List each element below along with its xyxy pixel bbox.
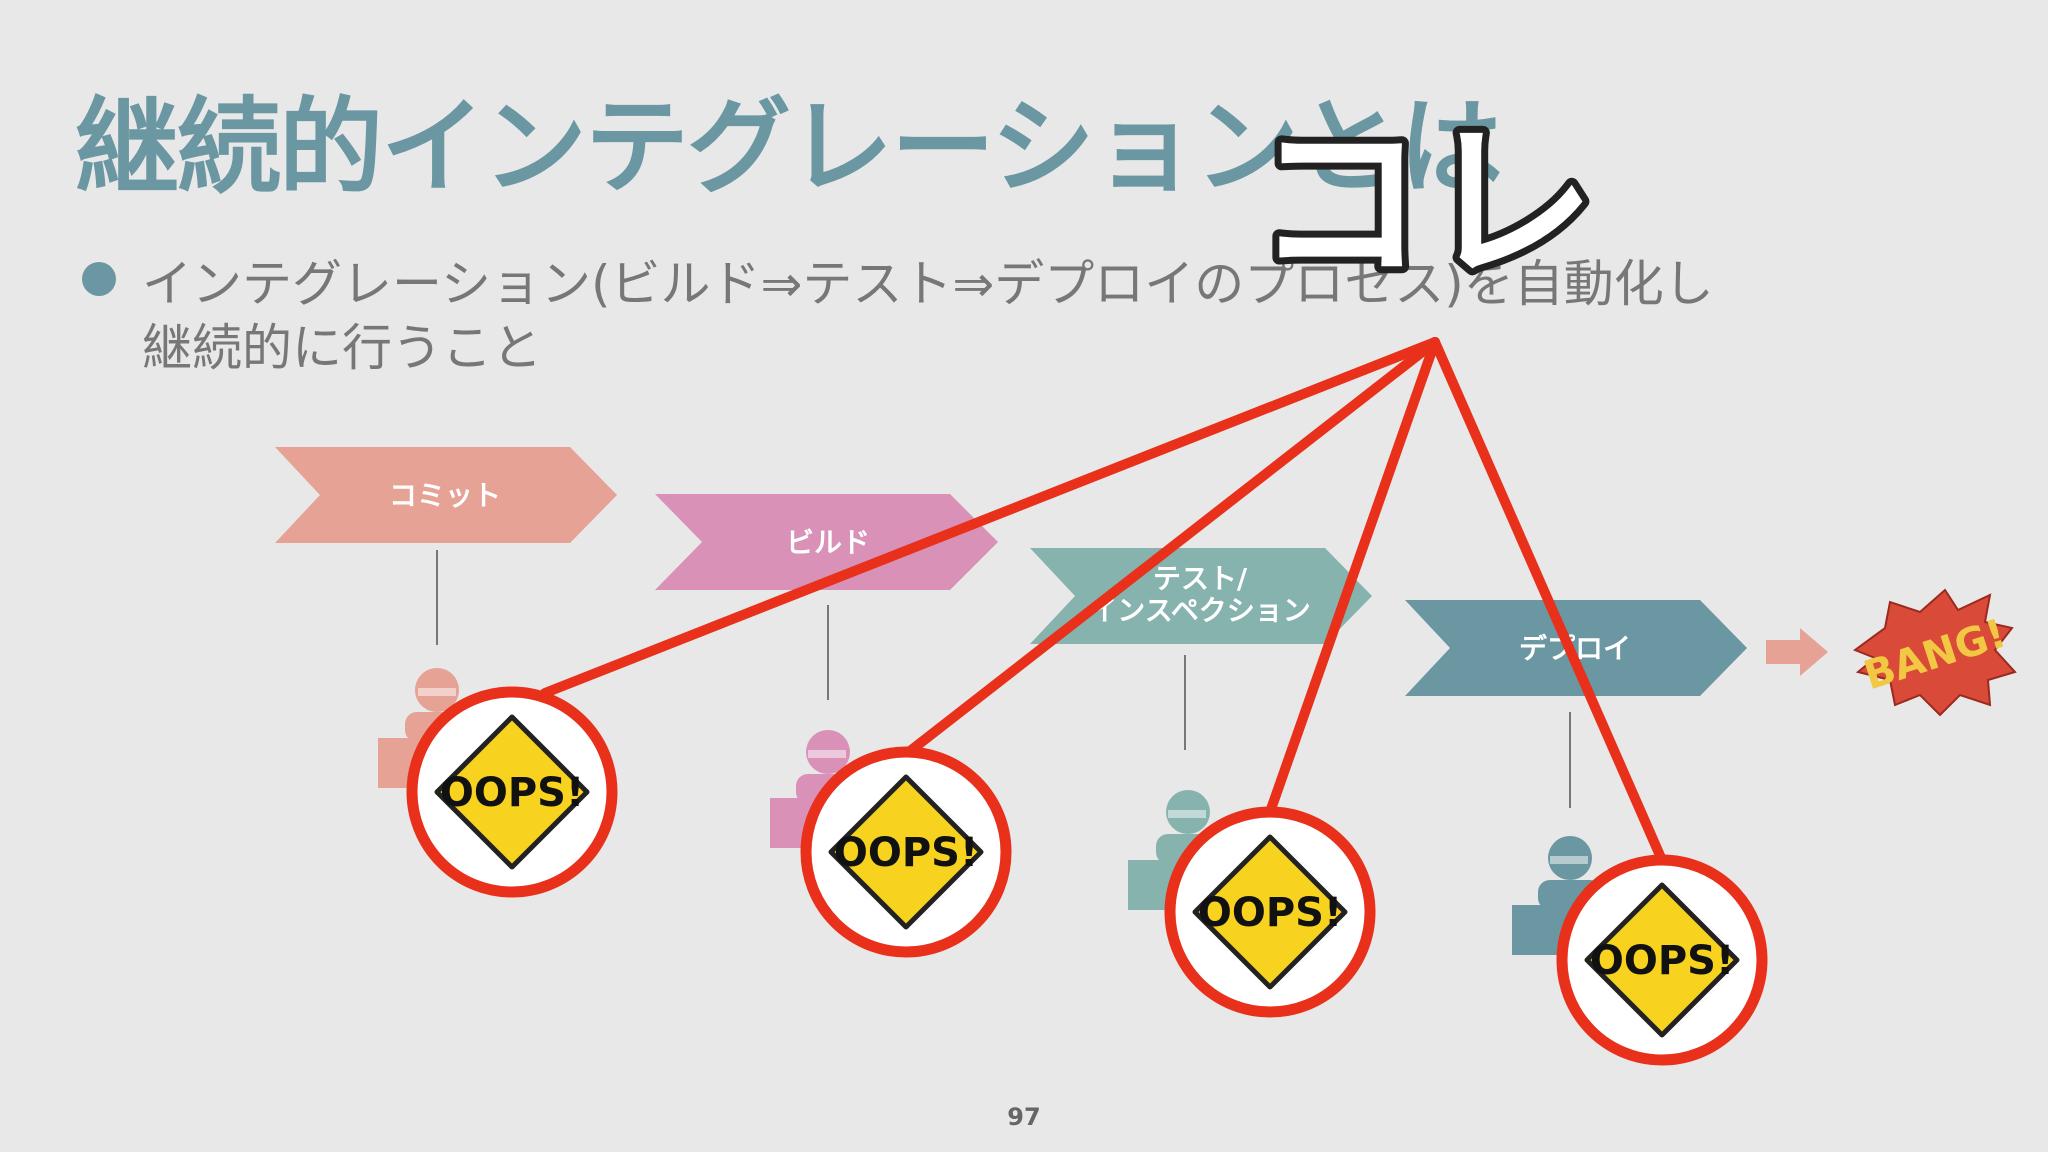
pointer-lines (540, 337, 1667, 865)
slide-title: 継続的インテグレーションとは (75, 86, 1503, 208)
stage-test-label-line2: インスペクション (1089, 594, 1310, 627)
bang-burst-icon: BANG! (1852, 588, 2017, 717)
stage-build-label: ビルド (786, 526, 870, 559)
result-arrow-icon (1766, 628, 1828, 676)
stage-build-arrow (655, 494, 998, 590)
warning-sign-icon (828, 774, 984, 930)
warning-sign-icon (434, 714, 590, 870)
stage-deploy-arrow (1405, 600, 1747, 696)
warning-sign-icon (1584, 882, 1740, 1038)
pointer-line-3 (1265, 337, 1440, 817)
bullet-line-2: 継続的に行うこと (142, 319, 542, 377)
oops-sign-3: OOPS! (1164, 806, 1376, 1018)
oops-text-4: OOPS! (1590, 938, 1734, 984)
stage-commit-arrow (275, 447, 617, 543)
bullet-dot (82, 262, 116, 296)
bullet-text: インテグレーション(ビルド⇒テスト⇒デプロイのプロセス)を自動化し 継続的に行う… (142, 252, 1942, 380)
oops-text-3: OOPS! (1198, 890, 1342, 936)
stage-commit-label: コミット (389, 479, 501, 512)
stage-test-arrow (1030, 548, 1372, 644)
oops-sign-1: OOPS! (406, 686, 618, 898)
oops-sign-2: OOPS! (800, 746, 1012, 958)
oops-sign-4: OOPS! (1556, 854, 1768, 1066)
stage-build: ビルド (655, 494, 998, 848)
oops-text-2: OOPS! (834, 830, 978, 876)
stage-test-label-line1: テスト/ (1153, 562, 1248, 595)
callout-text: コレ (1255, 105, 1595, 303)
page-number: 97 (1007, 1103, 1041, 1131)
pointer-line-1 (540, 337, 1440, 698)
pointer-line-2 (900, 337, 1440, 760)
oops-text-1: OOPS! (440, 770, 584, 816)
warning-sign-icon (1192, 834, 1348, 990)
bullet-line-1: インテグレーション(ビルド⇒テスト⇒デプロイのプロセス)を自動化し (142, 255, 1714, 313)
pointer-line-4 (1430, 337, 1667, 865)
